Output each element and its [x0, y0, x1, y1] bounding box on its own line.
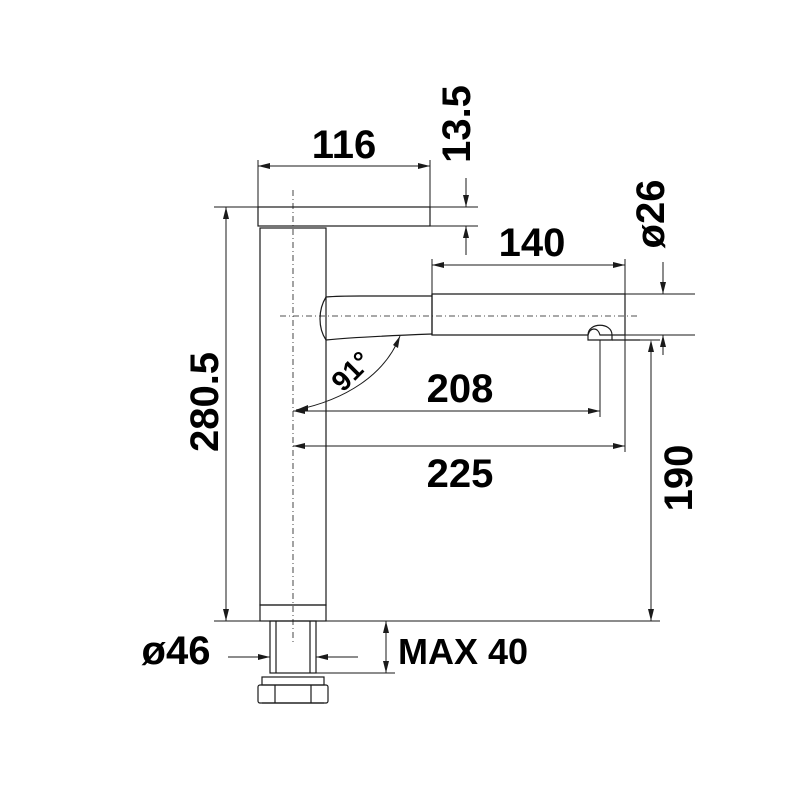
label-handle-thickness: 13.5 [435, 85, 479, 163]
dim-outlet-height: 190 [326, 339, 701, 622]
mounting-nut-top [261, 676, 325, 686]
spout-joint [319, 296, 327, 341]
dim-spout-head-length: 140 [431, 221, 626, 294]
faucet-body [257, 206, 640, 704]
dim-spout-diameter: ø26 [625, 180, 695, 355]
mounting-nut [257, 684, 329, 704]
spout-outlet [587, 324, 613, 341]
dim-spout-angle: 91° [295, 335, 401, 411]
label-spout-angle: 91° [325, 345, 377, 397]
dim-reach-outlet: 208 [293, 340, 601, 417]
label-max-deck-thickness: MAX 40 [398, 631, 528, 672]
label-reach-outlet: 208 [427, 367, 494, 411]
center-lines [280, 190, 640, 645]
label-reach-total: 225 [427, 452, 494, 496]
label-handle-length: 116 [312, 123, 377, 167]
dim-reach-total: 225 [293, 335, 626, 496]
label-total-height: 280.5 [183, 352, 227, 452]
dim-handle-thickness: 13.5 [430, 85, 479, 255]
label-outlet-height: 190 [657, 445, 701, 512]
label-spout-head-length: 140 [499, 221, 566, 265]
lever-handle [257, 206, 431, 227]
spout-neck-top [325, 295, 432, 298]
dim-total-height: 280.5 [183, 206, 260, 622]
dim-base-diameter: ø46 [142, 629, 358, 673]
dim-handle-length: 116 [257, 123, 431, 207]
dim-max-deck-thickness: MAX 40 [316, 621, 528, 674]
spout-neck-bottom [325, 333, 433, 341]
label-base-diameter: ø46 [142, 629, 211, 673]
label-spout-diameter: ø26 [629, 180, 673, 249]
spout-head [431, 293, 626, 336]
